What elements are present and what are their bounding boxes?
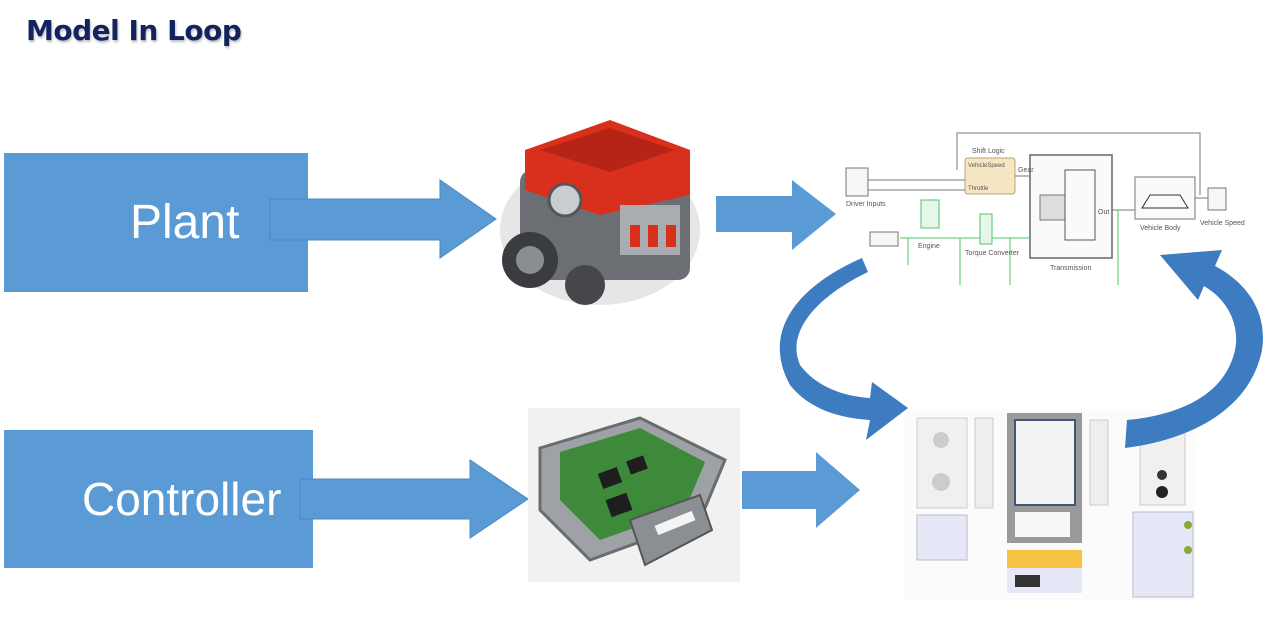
- vehicle-speed-scope: [1207, 187, 1227, 211]
- controller-dashboard-model: [905, 410, 1195, 600]
- ecu-to-dashboard-arrow: [742, 452, 860, 528]
- sim-label-vehicle-speed: Vehicle Speed: [1200, 220, 1245, 227]
- controller-label: Controller: [82, 473, 282, 525]
- sim-port-out: Out: [1098, 209, 1109, 216]
- vehicle-body-block: [1134, 176, 1196, 220]
- sim-label-shift-logic: Shift Logic: [972, 148, 1005, 155]
- sim-label-driver-inputs: Driver Inputs: [846, 201, 886, 208]
- sim-port-gear: Gear: [1018, 167, 1034, 174]
- sim-port-vehicle-speed: VehicleSpeed: [968, 163, 1005, 169]
- engine-block: [920, 199, 940, 229]
- plant-to-engine-arrow: [269, 179, 497, 259]
- curved-arrow-model-to-controller: [779, 258, 908, 440]
- ecu-image: [528, 408, 740, 582]
- sim-label-transmission: Transmission: [1050, 265, 1091, 272]
- controller-box: Controller: [4, 430, 313, 568]
- plant-label: Plant: [130, 196, 240, 249]
- plant-box: Plant: [4, 153, 308, 292]
- sim-label-engine: Engine: [918, 243, 940, 250]
- engine-to-model-arrow: [716, 180, 836, 250]
- driver-inputs-block: [845, 167, 869, 197]
- simulink-plant-model: Driver Inputs Shift Logic Engine Torque …: [845, 132, 1245, 285]
- curved-arrow-controller-to-model: [1125, 250, 1263, 448]
- sim-label-torque-converter: Torque Converter: [965, 250, 1020, 257]
- engine-image: [500, 120, 700, 305]
- sim-port-throttle: Throttle: [968, 186, 989, 192]
- torque-converter-block: [979, 213, 993, 245]
- sim-label-vehicle-body: Vehicle Body: [1140, 225, 1181, 232]
- slide-title: Model In Loop: [26, 14, 242, 47]
- controller-to-ecu-arrow: [299, 459, 529, 539]
